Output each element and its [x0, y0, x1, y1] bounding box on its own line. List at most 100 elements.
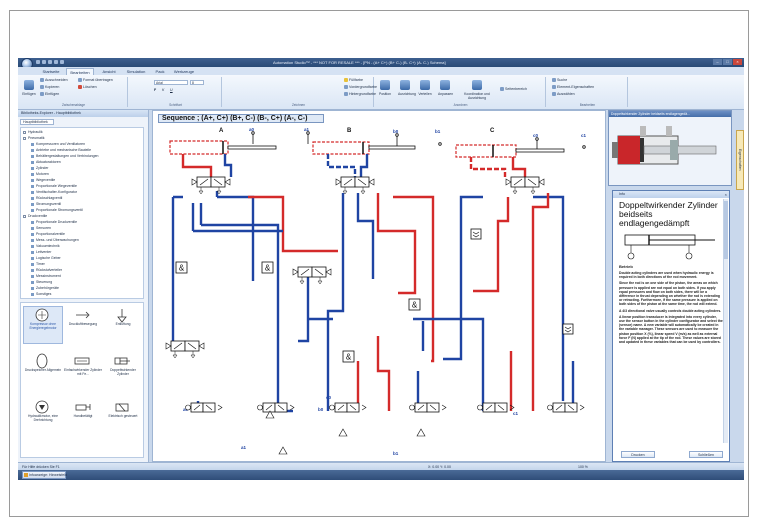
- library-component[interactable]: Handbetätigt: [64, 399, 102, 435]
- schematic-document[interactable]: Sequence ; (A+, C+) (B+, C-) (B-, C+) (A…: [152, 110, 606, 462]
- paste-button[interactable]: Einfügen: [22, 80, 36, 104]
- snap-button[interactable]: Seitenbereich: [500, 87, 527, 92]
- info-scrollbar[interactable]: [723, 199, 728, 443]
- tree-item[interactable]: Proportionale Stromungsventil: [31, 208, 83, 212]
- tab-hauptbibliothek[interactable]: Hauptbibliothek: [20, 119, 54, 125]
- expand-icon[interactable]: [23, 214, 26, 218]
- and-gate-2[interactable]: [261, 261, 274, 274]
- select-button[interactable]: Auswählen: [552, 92, 575, 97]
- and-gate-1[interactable]: [175, 261, 188, 274]
- underline-button[interactable]: U: [170, 88, 173, 92]
- tree-item[interactable]: Hydraulik: [23, 130, 43, 134]
- tab-simulation[interactable]: Simulation: [126, 69, 146, 74]
- align-button[interactable]: Ausrichtung: [398, 80, 416, 104]
- distribute-button[interactable]: Verteilen: [418, 80, 432, 104]
- roller-valve-b0[interactable]: [329, 402, 367, 413]
- tab-bearbeiten[interactable]: Bearbeiten: [66, 68, 94, 75]
- foreground-color-button[interactable]: Vordergrundfarbe: [344, 85, 377, 90]
- delete-button[interactable]: Löschen: [78, 85, 97, 90]
- element-properties-button[interactable]: Element-Eigenschaften: [552, 85, 594, 90]
- tree-item[interactable]: Antriebe und mechanische Bauteile: [31, 148, 91, 152]
- tree-item[interactable]: Timer: [31, 262, 45, 266]
- library-component[interactable]: Elektrisch gesteuert: [104, 399, 142, 435]
- tree-item[interactable]: Wegeventile: [31, 178, 55, 182]
- tree-item[interactable]: Steuerung: [31, 280, 52, 284]
- font-name-combo[interactable]: Arial: [154, 80, 188, 85]
- library-component[interactable]: Einfachwirkender Zylinder mit Fe...: [64, 353, 102, 389]
- format-painter-button[interactable]: Format übertragen: [78, 78, 113, 83]
- copy-button[interactable]: Kopieren: [40, 85, 59, 90]
- tree-item[interactable]: Proportionale Druckventile: [31, 220, 77, 224]
- info-scroll-thumb[interactable]: [724, 201, 728, 259]
- cylinder-c[interactable]: [455, 144, 565, 158]
- tree-item[interactable]: Proportionale Wegeventile: [31, 184, 77, 188]
- bold-button[interactable]: F: [154, 88, 157, 92]
- directional-valve-b[interactable]: [335, 176, 375, 195]
- tree-item[interactable]: Behältergestaltungen und Verbindungen: [31, 154, 98, 158]
- tree-item[interactable]: Rückstufverteiler: [31, 268, 62, 272]
- tree-item[interactable]: Zylinder: [31, 166, 48, 170]
- print-button[interactable]: Drucken: [621, 451, 655, 458]
- taskbar-item[interactable]: Infoanzeige: Hinweisfeld: [22, 471, 67, 479]
- tree-item[interactable]: Messinstrument: [31, 274, 61, 278]
- library-component[interactable]: Druckspeicher Allgemein: [24, 353, 62, 389]
- info-close-icon[interactable]: ×: [724, 192, 727, 197]
- background-color-button[interactable]: Hintergrundfarbe: [344, 92, 376, 97]
- coordination-button[interactable]: Koordination und Ausrichtung: [460, 80, 494, 104]
- open-icon[interactable]: [60, 60, 64, 64]
- and-gate-3[interactable]: [408, 298, 421, 311]
- expand-icon[interactable]: [23, 136, 26, 140]
- paste-small-button[interactable]: Einfügen: [40, 92, 59, 97]
- tree-item[interactable]: Leitventer: [31, 250, 51, 254]
- roller-valve-c0[interactable]: [477, 402, 515, 413]
- minimize-button[interactable]: –: [713, 59, 722, 65]
- and-gate-4[interactable]: [342, 350, 355, 363]
- redo-icon[interactable]: [48, 60, 52, 64]
- tab-pack[interactable]: Pack: [155, 69, 165, 74]
- tab-werkzeuge[interactable]: Werkzeuge: [173, 69, 195, 74]
- print-icon[interactable]: [54, 60, 58, 64]
- position-button[interactable]: Position: [378, 80, 392, 104]
- directional-valve-sequence[interactable]: [292, 266, 332, 285]
- undo-icon[interactable]: [42, 60, 46, 64]
- directional-valve-a[interactable]: [191, 176, 231, 195]
- adjust-button[interactable]: Anpassen: [438, 80, 453, 104]
- search-button[interactable]: Suche: [552, 78, 567, 83]
- fill-color-button[interactable]: Füllfarbe: [344, 78, 363, 83]
- tree-item[interactable]: Rückschlagventil: [31, 196, 62, 200]
- expand-icon[interactable]: [23, 130, 26, 134]
- tree-item[interactable]: Ventilschalter-Konfigurator: [31, 190, 77, 194]
- tree-item[interactable]: Stromungsventil: [31, 202, 61, 206]
- cylinder-b[interactable]: [312, 141, 416, 155]
- save-icon[interactable]: [36, 60, 40, 64]
- tree-item[interactable]: Sensoren: [31, 226, 51, 230]
- tree-item[interactable]: Motoren: [31, 172, 49, 176]
- tree-item[interactable]: Logische Geber: [31, 256, 61, 260]
- close-button[interactable]: ×: [733, 59, 742, 65]
- start-valve[interactable]: [165, 340, 205, 359]
- italic-button[interactable]: K: [162, 88, 165, 92]
- tree-item[interactable]: Aktuatoraktoren: [31, 160, 61, 164]
- library-component[interactable]: Kompressor ohne Energieregelmotor: [23, 306, 63, 344]
- tab-startseite[interactable]: Startseite: [42, 69, 60, 74]
- tree-item[interactable]: Mess- und Überwachungen: [31, 238, 79, 242]
- tree-item[interactable]: Druckventile: [23, 214, 47, 218]
- cylinder-a[interactable]: [169, 140, 277, 155]
- roller-valve-c1[interactable]: [547, 402, 585, 413]
- cut-button[interactable]: Ausschneiden: [40, 78, 68, 83]
- properties-side-tab[interactable]: Eigenschaften: [736, 130, 744, 190]
- library-component[interactable]: Hydraulikmotor, eine Drehrichtung: [24, 399, 62, 435]
- close-info-button[interactable]: Schließen: [689, 451, 723, 458]
- tree-item[interactable]: Vakuumtechnik: [31, 244, 60, 248]
- tree-item[interactable]: Kompressoren und Ventilatoren: [31, 142, 85, 146]
- roller-valve-a0[interactable]: [185, 402, 223, 413]
- font-size-combo[interactable]: 8: [190, 80, 204, 85]
- tab-ansicht[interactable]: Ansicht: [102, 69, 116, 74]
- roller-valve-b1[interactable]: [409, 402, 447, 413]
- or-valve-2[interactable]: [562, 323, 574, 335]
- library-component[interactable]: Entlüftung: [104, 307, 142, 343]
- tree-item[interactable]: Zubehörgeräte: [31, 286, 59, 290]
- library-component[interactable]: Doppeltwirkender Zylinder: [104, 353, 142, 389]
- tree-item[interactable]: Sonstiges: [31, 292, 51, 296]
